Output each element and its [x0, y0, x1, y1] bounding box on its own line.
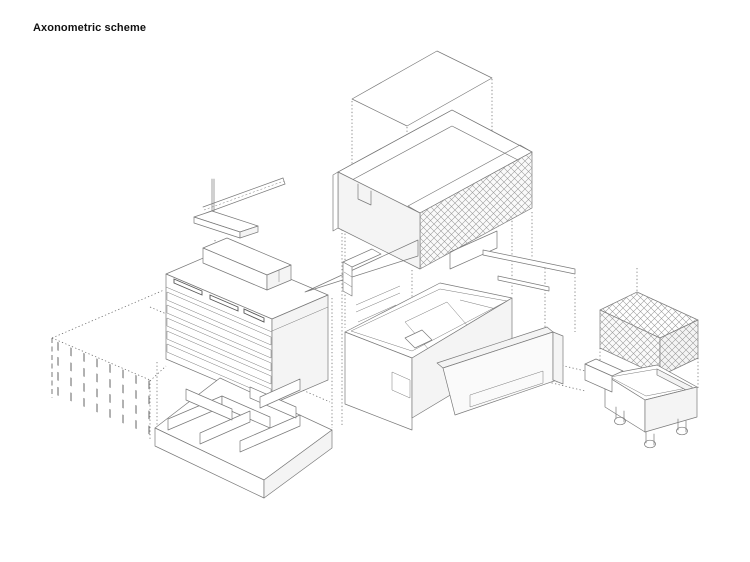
balcony-slabs	[355, 285, 401, 323]
canopy-slab-upper	[482, 249, 576, 275]
ghost-facade-plane	[51, 337, 151, 440]
caster-wheels	[614, 406, 688, 449]
rooftop-plant-box	[202, 237, 292, 291]
lattice-clad-box	[599, 268, 699, 400]
connector-box	[584, 358, 624, 393]
lattice-clad-hall-volume	[332, 109, 576, 292]
office-block-louvre-facade	[165, 237, 419, 405]
floating-roof-plane	[351, 50, 493, 127]
wall-opening	[391, 371, 411, 399]
tower-crane	[193, 177, 286, 239]
partition-walls	[167, 378, 301, 453]
bridge-wedge	[304, 239, 419, 297]
stage-box	[404, 329, 433, 349]
page-title: Axonometric scheme	[33, 22, 147, 34]
floor-plan-slab	[154, 377, 333, 499]
canopy-slab-lower	[497, 275, 550, 292]
wheeled-cart	[584, 358, 698, 449]
low-wing-clerestory	[436, 326, 564, 416]
